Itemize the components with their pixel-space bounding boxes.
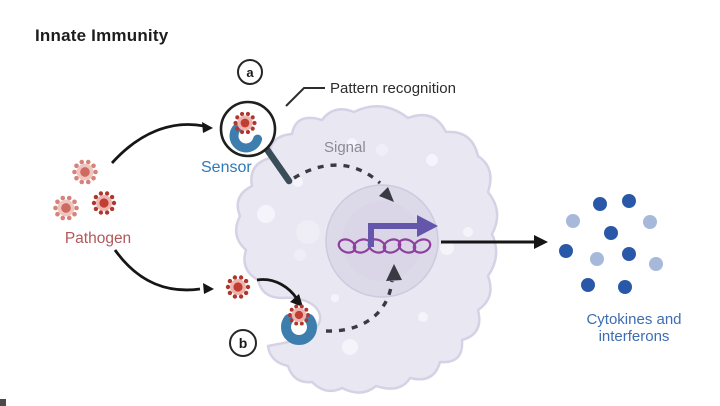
step-a-badge: a bbox=[237, 59, 263, 85]
signal-arrow-b bbox=[325, 264, 402, 333]
cytokine-dot-light bbox=[649, 257, 663, 271]
pathogen-label: Pathogen bbox=[64, 230, 132, 247]
cytokine-dot-dark bbox=[593, 197, 607, 211]
cytokine-dot-dark bbox=[622, 247, 636, 261]
pathogen-route-arrows bbox=[110, 122, 548, 307]
cytokine-dot-light bbox=[566, 214, 580, 228]
cytokine-dot-light bbox=[590, 252, 604, 266]
sensor-label: Sensor bbox=[201, 159, 252, 176]
transcription-arrow bbox=[368, 215, 438, 247]
pathogen-cluster bbox=[53, 159, 117, 221]
cytokine-cluster bbox=[559, 194, 663, 294]
sensor-crescent-b bbox=[281, 314, 317, 346]
virus-particle bbox=[72, 159, 98, 185]
step-b-badge: b bbox=[229, 329, 257, 357]
arrow-virus-to-cup bbox=[256, 278, 299, 300]
step-b-letter: b bbox=[238, 335, 248, 351]
pattern-recognition-label: Pattern recognition bbox=[330, 80, 456, 97]
virus-particle bbox=[53, 195, 79, 221]
cytokine-dot-light bbox=[643, 215, 657, 229]
arrow-pathogen-to-b bbox=[113, 249, 201, 292]
cytokines-label-line2: interferons bbox=[598, 328, 670, 346]
cytokine-dot-dark bbox=[618, 280, 632, 294]
arrow-pathogen-to-a bbox=[110, 123, 205, 164]
signal-label: Signal bbox=[324, 139, 366, 156]
cytokine-dot-dark bbox=[559, 244, 573, 258]
magnifier-handle bbox=[262, 144, 293, 185]
cytokines-label-line1: Cytokines and bbox=[586, 311, 682, 328]
signal-arrow-a bbox=[293, 163, 394, 202]
cytoplasm-vesicles bbox=[257, 138, 473, 355]
cytokines-label: Cytokines and interferons bbox=[563, 311, 705, 346]
cytokine-dot-dark bbox=[622, 194, 636, 208]
pattern-leader-line bbox=[285, 87, 325, 107]
cytokine-dot-dark bbox=[604, 226, 618, 240]
cytokine-dot-dark bbox=[581, 278, 595, 292]
corner-artifact bbox=[0, 399, 6, 406]
virus-particle bbox=[91, 191, 117, 215]
diagram-title: Innate Immunity bbox=[35, 26, 169, 45]
step-a-letter: a bbox=[246, 64, 254, 80]
virus-near-b bbox=[225, 275, 251, 299]
